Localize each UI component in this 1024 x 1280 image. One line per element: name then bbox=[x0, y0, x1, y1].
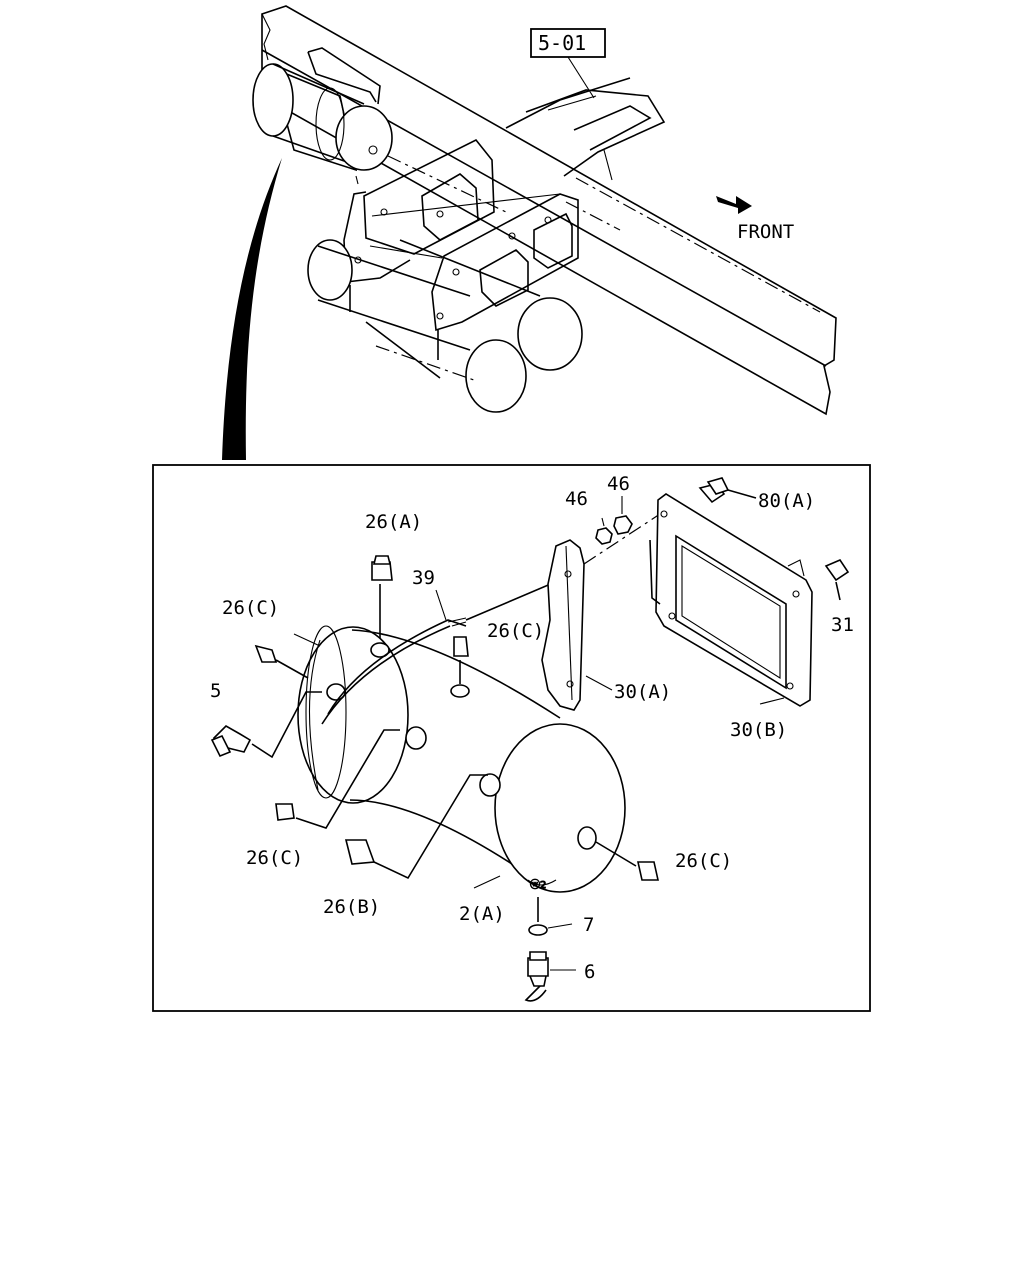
plug-26a bbox=[371, 555, 393, 638]
detail-pointer-arrow bbox=[222, 158, 282, 460]
drain-cock bbox=[524, 897, 549, 1002]
reference-box: 5-01 bbox=[538, 31, 586, 55]
callout-7: 7 bbox=[583, 914, 594, 936]
nut-46-b bbox=[613, 515, 633, 535]
frame-air-tank bbox=[252, 47, 393, 185]
svg-text:ⓦ2: ⓦ2 bbox=[530, 879, 546, 891]
callout-30a: 30(A) bbox=[614, 681, 671, 703]
plug-26c-right bbox=[595, 841, 659, 881]
frame-overview: 5-01 FRONT bbox=[222, 5, 837, 460]
nut-46-a bbox=[595, 527, 613, 545]
callout-26c-lower: 26(C) bbox=[246, 847, 303, 869]
callout-6: 6 bbox=[584, 961, 595, 983]
main-air-tank: ⓦ2 bbox=[297, 625, 626, 893]
callout-30b: 30(B) bbox=[730, 719, 787, 741]
callout-26c-right: 26(C) bbox=[675, 850, 732, 872]
callout-46-b: 46 bbox=[607, 473, 630, 495]
detail-box bbox=[152, 464, 871, 1012]
callout-26c-left: 26(C) bbox=[222, 597, 279, 619]
bracket-30b bbox=[649, 493, 813, 707]
tank-bracket-assembly bbox=[343, 138, 579, 360]
bracket-30a bbox=[541, 539, 585, 711]
leader-lines bbox=[293, 496, 785, 971]
plug-26c-left bbox=[254, 644, 309, 679]
callout-26a: 26(A) bbox=[365, 511, 422, 533]
elbow-fitting bbox=[210, 691, 322, 759]
lower-tanks bbox=[307, 239, 583, 413]
callout-80a: 80(A) bbox=[758, 490, 815, 512]
bolt-31 bbox=[824, 559, 850, 601]
callout-2a: 2(A) bbox=[459, 903, 505, 925]
plug-26c-mid bbox=[450, 636, 470, 698]
cross-member bbox=[505, 77, 666, 181]
plug-26c-lower bbox=[275, 729, 400, 829]
callout-46-a: 46 bbox=[565, 488, 588, 510]
front-arrow-icon bbox=[716, 196, 752, 214]
callout-5: 5 bbox=[210, 680, 221, 702]
callout-31: 31 bbox=[831, 614, 854, 636]
front-label: FRONT bbox=[737, 221, 794, 243]
bolt-80a bbox=[698, 477, 757, 504]
reference-box-frame bbox=[530, 28, 606, 58]
callout-26b: 26(B) bbox=[323, 896, 380, 918]
callout-39: 39 bbox=[412, 567, 435, 589]
tank-strap bbox=[321, 579, 561, 725]
callout-26c-mid: 26(C) bbox=[487, 620, 544, 642]
plug-26b bbox=[344, 774, 488, 880]
